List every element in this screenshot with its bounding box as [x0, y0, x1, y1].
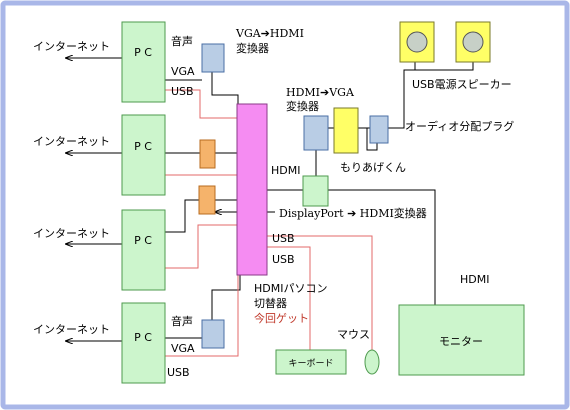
- line-converter4-switcher: [211, 275, 241, 320]
- pc-4-usb-label: USB: [167, 366, 190, 379]
- switcher-label-1: HDMIパソコン: [254, 282, 327, 295]
- keyboard[interactable]: [275, 349, 347, 375]
- audio-splitter-plug[interactable]: [369, 115, 389, 144]
- monitor-label: モニター: [439, 335, 483, 348]
- speaker-left-cone: [406, 31, 428, 53]
- hdmi-vga-converter-label-1: HDMI➔VGA: [286, 86, 355, 99]
- switcher-note: 今回ゲット: [254, 311, 309, 325]
- pc-4-vga-label: VGA: [171, 342, 195, 355]
- speaker-right-cone: [462, 31, 484, 53]
- displayport-converter-2[interactable]: [198, 185, 216, 215]
- pc-1-label: P C: [134, 46, 152, 59]
- displayport-converter-1[interactable]: [199, 139, 216, 169]
- pc-4[interactable]: [121, 302, 166, 384]
- pc-2-label: P C: [134, 140, 152, 153]
- line-green-monitor: [328, 189, 436, 305]
- vga-hdmi-converter-2[interactable]: [201, 319, 225, 349]
- displayport-label: DisplayPort ➔ HDMI変換器: [279, 206, 427, 220]
- line-split-down: [366, 128, 378, 151]
- pc-3[interactable]: [121, 209, 166, 291]
- pc-2[interactable]: [121, 114, 166, 196]
- vga-hdmi-converter-1[interactable]: [201, 43, 225, 73]
- audio-splitter-label: オーディオ分配プラグ: [405, 119, 514, 133]
- vga-hdmi-converter-label-1: VGA➔HDMI: [235, 27, 304, 40]
- internet-label-3: インターネット: [33, 227, 110, 240]
- pc-1-audio-label: 音声: [171, 34, 193, 48]
- hdmi-vga-converter[interactable]: [303, 115, 329, 151]
- usb-line-pc1: [165, 89, 238, 119]
- usb-line-pc4: [165, 260, 239, 357]
- pc-1[interactable]: [121, 21, 166, 103]
- pc-3-label: P C: [134, 234, 152, 247]
- pc-4-label: P C: [134, 331, 152, 344]
- monitor[interactable]: [398, 304, 525, 376]
- line-pc3-orange: [165, 199, 199, 233]
- usb-label-upper: USB: [272, 232, 295, 245]
- pc-1-usb-label: USB: [171, 85, 194, 98]
- vga-hdmi-converter-label-2: 変換器: [236, 41, 269, 55]
- hdmi-switcher[interactable]: [236, 103, 268, 276]
- internet-label-4: インターネット: [33, 323, 110, 336]
- pc-4-audio-label: 音声: [171, 314, 193, 328]
- usb-label-lower: USB: [272, 253, 295, 266]
- mouse[interactable]: [364, 349, 380, 375]
- hdmi-adapter[interactable]: [302, 175, 329, 207]
- internet-label-2: インターネット: [33, 135, 110, 148]
- mouse-label: マウス: [337, 328, 370, 341]
- speaker-label: USB電源スピーカー: [412, 77, 512, 91]
- moriagekun-label: もりあげくん: [340, 161, 406, 174]
- line-speaker2: [404, 62, 474, 71]
- switcher-hdmi-label: HDMI: [271, 164, 300, 177]
- monitor-hdmi-label: HDMI: [460, 273, 489, 286]
- internet-label-1: インターネット: [33, 40, 110, 53]
- switcher-label-2: 切替器: [254, 296, 287, 310]
- usb-line-keyboard: [267, 246, 311, 350]
- moriagekun-device[interactable]: [333, 107, 359, 154]
- line-converter1-switcher: [211, 72, 239, 105]
- pc-1-vga-label: VGA: [171, 65, 195, 78]
- hdmi-vga-converter-label-2: 変換器: [286, 99, 319, 113]
- keyboard-label: キーボード: [288, 358, 333, 369]
- usb-line-mouse: [267, 235, 373, 350]
- usb-line-pc3: [165, 224, 238, 269]
